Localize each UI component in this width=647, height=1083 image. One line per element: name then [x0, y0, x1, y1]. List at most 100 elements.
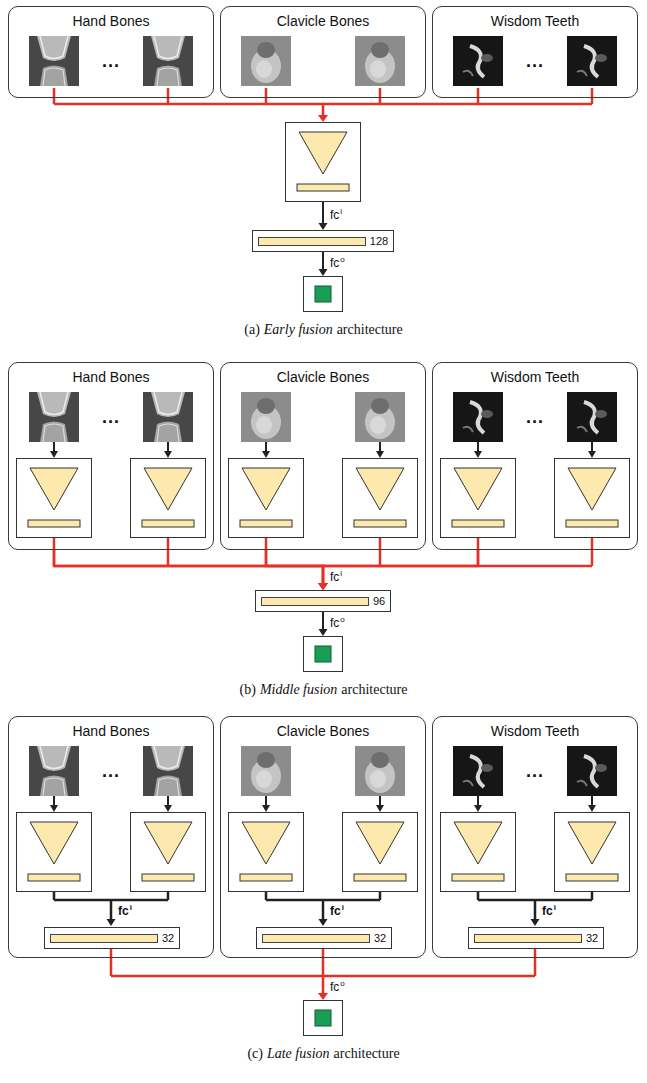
thumbnail	[29, 746, 79, 796]
caption-text: architecture	[341, 682, 407, 697]
ellipsis: ...	[102, 762, 120, 780]
fusion-line	[111, 948, 535, 994]
connector-line	[266, 550, 323, 584]
group-title: Clavicle Bones	[221, 12, 425, 30]
feature-bar	[50, 934, 158, 943]
arrow-head	[588, 451, 596, 458]
fc-superscript: i	[340, 207, 342, 216]
arrow-head	[107, 919, 116, 926]
cnn-block	[286, 123, 361, 202]
output-node	[304, 277, 343, 312]
ellipsis: ...	[102, 408, 120, 426]
thumbnail	[143, 392, 193, 442]
fc-line	[322, 612, 324, 630]
fc-line	[322, 252, 324, 270]
ellipsis: ...	[526, 408, 544, 426]
connector-line	[323, 550, 478, 584]
thumbnail	[29, 392, 79, 442]
thumbnail	[567, 746, 617, 796]
arrow-head	[474, 805, 482, 812]
arrow-head	[318, 583, 328, 590]
arrow-head	[319, 223, 328, 230]
thumbnails	[29, 746, 617, 796]
fc-layer-box: 32	[256, 927, 392, 949]
fc-name: fc	[118, 904, 129, 918]
fc-layer-box: 96	[255, 590, 391, 612]
caption-emphasis: Early fusion	[264, 322, 333, 337]
input-line	[54, 442, 592, 452]
subfigure-caption: (c) Late fusion architecture	[0, 1045, 647, 1063]
arrow-head	[319, 629, 328, 636]
fc-superscript: o	[340, 979, 344, 988]
fc-superscript: i	[342, 903, 344, 912]
group-title: Wisdom Teeth	[433, 722, 637, 740]
cnn-block	[555, 813, 630, 892]
fc-label: fco	[330, 980, 345, 996]
fusion-lines	[54, 88, 592, 116]
cnn-block	[441, 813, 516, 892]
fusion-connector	[54, 550, 328, 590]
cnn-block	[229, 813, 304, 892]
arrow-heads	[107, 919, 540, 926]
cnn-block	[555, 459, 630, 538]
subfigure-caption: (a)Early fusionarchitecture	[0, 321, 647, 339]
fc-label: fci	[330, 904, 344, 920]
group-box: Clavicle Bones	[220, 362, 426, 550]
ellipsis: ...	[102, 52, 120, 70]
arrow-head	[164, 451, 172, 458]
arrow-head	[50, 805, 58, 812]
fc-superscript: o	[340, 255, 344, 264]
fusion-line	[54, 538, 592, 566]
fc-name: fc	[330, 208, 339, 222]
thumbnail	[241, 392, 291, 442]
fc-superscript: i	[130, 903, 132, 912]
group-title: Clavicle Bones	[221, 368, 425, 386]
fc-line	[54, 892, 592, 920]
output-node	[304, 637, 343, 672]
fusion-line	[54, 88, 592, 116]
fc-superscript: i	[554, 903, 556, 912]
group-title: Hand Bones	[9, 722, 213, 740]
fc-label: fci	[542, 904, 556, 920]
arrow-head	[588, 805, 596, 812]
caption-emphasis: Late fusion	[267, 1046, 330, 1061]
thumbnail	[567, 36, 617, 86]
subfigure-caption: (b) Middle fusion architecture	[0, 681, 647, 699]
thumbnail	[453, 746, 503, 796]
layer-size: 32	[162, 931, 174, 945]
caption-letter: (c)	[247, 1046, 263, 1061]
caption-emphasis: Middle fusion	[260, 682, 337, 697]
fc-label: fci	[330, 208, 342, 224]
cnn-block	[343, 459, 418, 538]
fc-label: fci	[118, 904, 132, 920]
caption-letter: (a)	[244, 322, 260, 337]
fc-superscript: o	[340, 615, 344, 624]
arrow-head	[319, 919, 328, 926]
caption-letter: (b)	[240, 682, 256, 697]
thumbnail	[29, 36, 79, 86]
layer-size: 32	[374, 931, 386, 945]
cnn-block	[131, 813, 206, 892]
group-box: Hand Bones 32	[8, 716, 214, 958]
fc-label: fco	[330, 616, 345, 632]
arrow-head	[164, 805, 172, 812]
fc-layer-box: 32	[468, 927, 604, 949]
arrow-head	[318, 993, 328, 1000]
thumbnails	[29, 36, 617, 86]
arrow-head	[318, 115, 328, 122]
caption-text: architecture	[334, 1046, 400, 1061]
thumbnail	[567, 392, 617, 442]
fc-name: fc	[330, 904, 341, 918]
output-node	[304, 1001, 343, 1036]
layer-size: 96	[373, 594, 385, 608]
group-title: Wisdom Teeth	[433, 368, 637, 386]
thumbnail	[355, 746, 405, 796]
arrow-head	[319, 269, 328, 276]
arrow-head	[262, 805, 270, 812]
fusion-connector	[318, 550, 478, 590]
group-box: Wisdom Teeth	[432, 362, 638, 550]
cnn-block	[131, 459, 206, 538]
thumbnail	[241, 36, 291, 86]
